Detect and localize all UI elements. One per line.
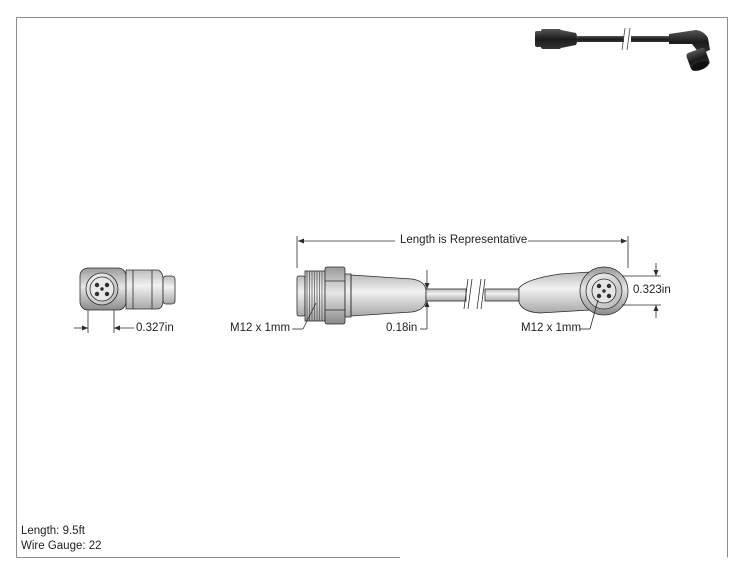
cable — [425, 278, 520, 310]
cable-diameter-label: 0.18in — [386, 322, 418, 334]
cable-specs: Length: 9.5ft Wire Gauge: 22 — [21, 524, 102, 553]
spec-gauge-value: 22 — [88, 539, 102, 552]
dim-left-width — [74, 310, 134, 333]
spec-length-label: Length: — [21, 525, 60, 537]
spec-gauge: Wire Gauge: 22 — [21, 539, 102, 554]
male-connector — [296, 266, 427, 325]
sheet-border — [16, 17, 728, 558]
thread-leaders — [292, 299, 599, 330]
right-diameter-label: 0.323in — [633, 284, 671, 296]
left-end-view — [79, 267, 176, 311]
spec-length-value: 9.5ft — [62, 525, 85, 537]
female-thread-label: M12 x 1mm — [521, 322, 582, 334]
left-width-label: 0.327in — [136, 322, 174, 334]
spec-length: Length: 9.5ft — [21, 524, 102, 539]
dim-length — [296, 236, 629, 268]
male-thread-label: M12 x 1mm — [230, 322, 291, 334]
cable-thumbnail — [535, 27, 710, 71]
dim-right-diameter — [622, 263, 661, 318]
dim-cable-diameter — [420, 270, 430, 330]
length-dimension-label: Length is Representative — [400, 234, 528, 246]
female-connector — [518, 266, 629, 316]
spec-gauge-label: Wire Gauge: — [21, 539, 86, 552]
